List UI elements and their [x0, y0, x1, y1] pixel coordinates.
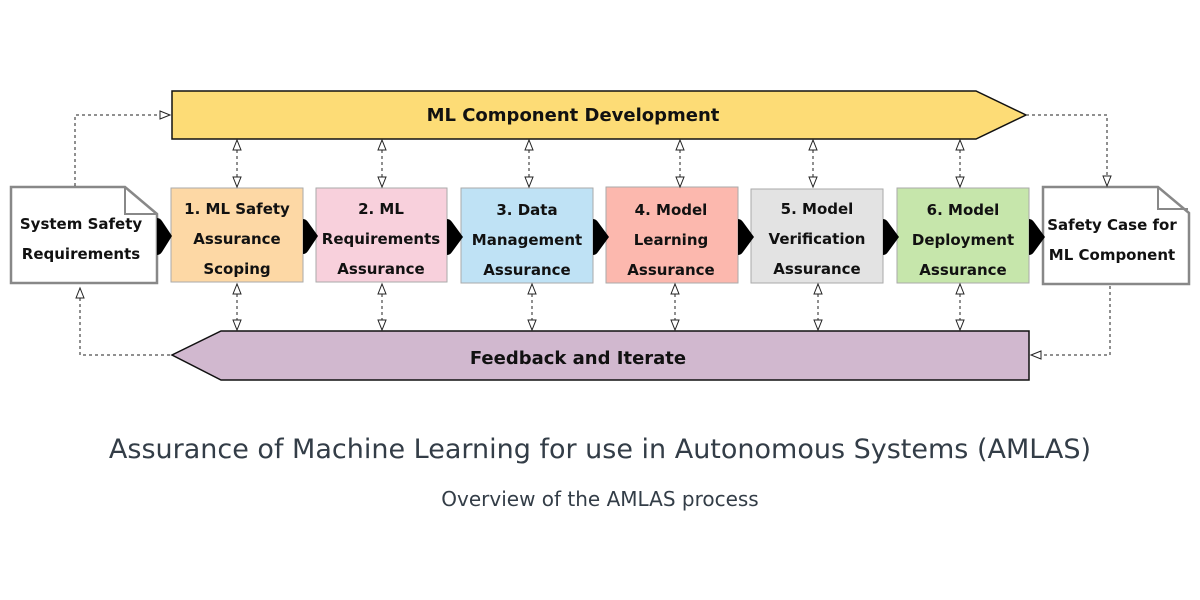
- flow-arrow-icon: [447, 219, 463, 255]
- arrowhead-up-icon: [955, 282, 965, 295]
- stage-3-data-management-assurance[interactable]: 3. Data Management Assurance: [460, 187, 594, 284]
- flow-arrow-icon: [738, 219, 754, 255]
- output-doc-line-2: ML Component: [1049, 246, 1175, 264]
- output-doc-line-1: Safety Case for: [1047, 216, 1177, 234]
- flow-arrow-icon: [593, 219, 609, 255]
- bottom-band-shape: [170, 330, 1030, 381]
- arrowhead-down-icon: [808, 176, 818, 189]
- bottom-band-label: Feedback and Iterate: [470, 348, 686, 369]
- connector-feedback-to-input: [79, 298, 170, 356]
- top-band-label: ML Component Development: [427, 105, 720, 126]
- stage-6-line-1: 6. Model: [927, 201, 1000, 219]
- stage-3-line-2: Management: [472, 231, 582, 249]
- stage-6-line-2: Deployment: [912, 231, 1014, 249]
- stage-5-line-2: Verification: [769, 230, 866, 248]
- arrowhead-down-icon: [232, 319, 242, 332]
- stage-1-line-1: 1. ML Safety: [184, 200, 290, 218]
- arrowhead-down-icon: [955, 319, 965, 332]
- arrowhead-up-icon: [808, 138, 818, 151]
- flow-arrow-icon: [157, 218, 172, 255]
- stage-2-ml-requirements-assurance[interactable]: 2. ML Requirements Assurance: [315, 187, 448, 283]
- stage-4-line-1: 4. Model: [635, 201, 708, 219]
- arrowhead-down-icon: [232, 176, 242, 189]
- feedback-and-iterate-band: Feedback and Iterate: [170, 330, 1030, 381]
- amlas-process-diagram: ML Component Development Feedback and It…: [9, 90, 1191, 381]
- flow-chevrons: [157, 218, 1045, 255]
- arrowhead-up-icon: [232, 282, 242, 295]
- stage-band-connectors: [232, 138, 965, 332]
- arrowhead-up-icon: [675, 138, 685, 151]
- arrowhead-up-icon: [670, 282, 680, 295]
- stage-5-model-verification-assurance[interactable]: 5. Model Verification Assurance: [750, 188, 884, 284]
- arrowhead-up-icon: [377, 138, 387, 151]
- stage-6-box: [896, 187, 1030, 284]
- stage-3-box: [460, 187, 594, 284]
- safety-case-doc: Safety Case for ML Component: [1041, 185, 1191, 286]
- flow-arrow-icon: [1029, 219, 1045, 255]
- stage-3-line-3: Assurance: [483, 261, 570, 279]
- stages: 1. ML Safety Assurance Scoping 2. ML Req…: [170, 186, 1030, 284]
- input-doc-line-2: Requirements: [22, 245, 141, 263]
- arrowhead-down-icon: [527, 319, 537, 332]
- flow-arrow-icon: [883, 219, 899, 255]
- stage-5-line-3: Assurance: [773, 260, 860, 278]
- arrowhead-icon: [159, 110, 172, 120]
- connector-development-to-output: [1026, 114, 1108, 176]
- input-doc-line-1: System Safety: [20, 215, 143, 233]
- stage-5-box: [750, 188, 884, 284]
- arrowhead-icon: [75, 286, 85, 299]
- arrowhead-up-icon: [377, 282, 387, 295]
- arrowhead-down-icon: [813, 319, 823, 332]
- system-safety-requirements-doc: System Safety Requirements: [9, 185, 159, 285]
- arrowhead-icon: [1029, 350, 1042, 360]
- flow-arrow-icon: [303, 219, 318, 254]
- arrowhead-down-icon: [377, 319, 387, 332]
- top-band-shape: [171, 90, 1028, 140]
- arrowhead-down-icon: [955, 176, 965, 189]
- stage-2-line-3: Assurance: [337, 260, 424, 278]
- stage-1-line-2: Assurance: [193, 230, 280, 248]
- arrowhead-down-icon: [670, 319, 680, 332]
- input-doc-shape: [9, 185, 159, 285]
- arrowhead-up-icon: [524, 138, 534, 151]
- arrowhead-up-icon: [527, 282, 537, 295]
- dashed-connectors: [74, 110, 1112, 360]
- stage-3-line-1: 3. Data: [496, 201, 557, 219]
- page-subtitle: Overview of the AMLAS process: [441, 487, 759, 511]
- stage-2-line-1: 2. ML: [358, 200, 404, 218]
- stage-4-line-3: Assurance: [627, 261, 714, 279]
- stage-4-line-2: Learning: [634, 231, 709, 249]
- stage-6-line-3: Assurance: [919, 261, 1006, 279]
- output-doc-fold: [1157, 187, 1188, 210]
- arrowhead-up-icon: [813, 282, 823, 295]
- arrowhead-down-icon: [377, 176, 387, 189]
- stage-2-box: [315, 187, 448, 283]
- connector-input-to-development: [74, 114, 160, 186]
- stage-6-model-deployment-assurance[interactable]: 6. Model Deployment Assurance: [896, 187, 1030, 284]
- arrowhead-up-icon: [232, 138, 242, 151]
- ml-component-development-band: ML Component Development: [171, 90, 1028, 140]
- connector-output-to-feedback: [1041, 286, 1111, 356]
- arrowhead-down-icon: [524, 176, 534, 189]
- arrowhead-down-icon: [675, 176, 685, 189]
- input-doc-fold: [124, 187, 157, 215]
- stage-1-ml-safety-assurance-scoping[interactable]: 1. ML Safety Assurance Scoping: [170, 187, 304, 283]
- stage-5-line-1: 5. Model: [781, 200, 854, 218]
- stage-4-model-learning-assurance[interactable]: 4. Model Learning Assurance: [605, 186, 739, 284]
- arrowhead-up-icon: [955, 138, 965, 151]
- page-title: Assurance of Machine Learning for use in…: [108, 434, 1092, 465]
- stage-1-line-3: Scoping: [203, 260, 270, 278]
- stage-2-line-2: Requirements: [322, 230, 441, 248]
- output-doc-shape: [1041, 185, 1191, 286]
- arrowhead-icon: [1102, 175, 1112, 188]
